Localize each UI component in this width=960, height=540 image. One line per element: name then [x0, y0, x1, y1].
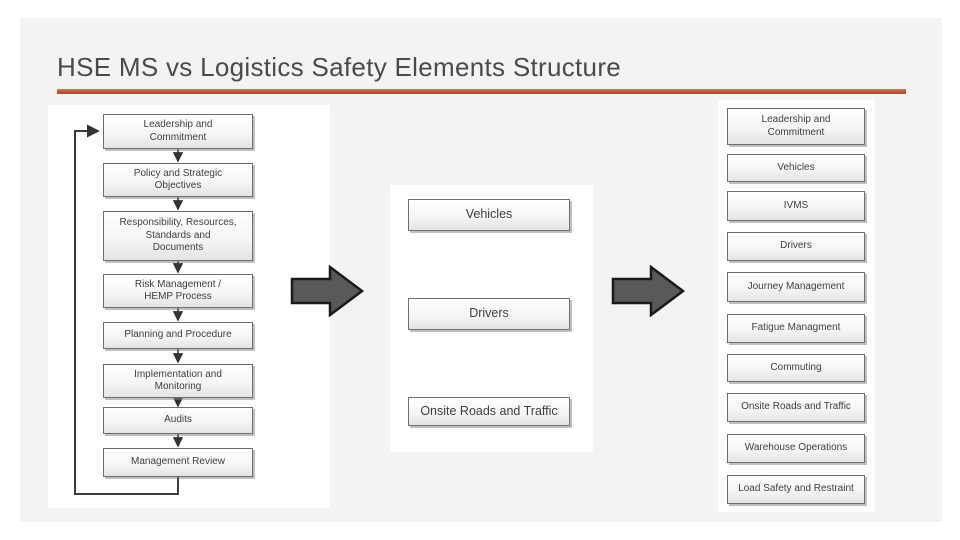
flow-box-responsibility: Responsibility, Resources, Standards and… [103, 211, 253, 261]
flow-box-implementation: Implementation and Monitoring [103, 364, 253, 398]
title-accent-rule [57, 89, 906, 94]
slide-title: HSE MS vs Logistics Safety Elements Stru… [57, 52, 622, 82]
element-box-ivms: IVMS [727, 191, 865, 221]
hse-ms-panel: Leadership and Commitment Policy and Str… [48, 105, 330, 508]
flow-box-planning-procedure: Planning and Procedure [103, 322, 253, 349]
element-box-vehicles: Vehicles [727, 154, 865, 182]
slide: HSE MS vs Logistics Safety Elements Stru… [20, 18, 942, 522]
element-box-load-safety-restraint: Load Safety and Restraint [727, 475, 865, 504]
element-box-journey-management: Journey Management [727, 272, 865, 302]
flow-box-risk-management: Risk Management / HEMP Process [103, 274, 253, 308]
core-box-onsite-roads: Onsite Roads and Traffic [408, 397, 570, 426]
logistics-elements-panel: Leadership and Commitment Vehicles IVMS … [718, 100, 875, 512]
element-box-commuting: Commuting [727, 354, 865, 382]
element-box-fatigue-management: Fatigue Managment [727, 314, 865, 343]
core-box-vehicles: Vehicles [408, 199, 570, 231]
flow-connector-arrows [74, 124, 184, 495]
element-box-onsite-roads: Onsite Roads and Traffic [727, 393, 865, 422]
core-box-drivers: Drivers [408, 298, 570, 330]
flow-box-audits: Audits [103, 407, 253, 434]
flow-box-leadership-commitment: Leadership and Commitment [103, 114, 253, 149]
flow-box-policy-objectives: Policy and Strategic Objectives [103, 163, 253, 197]
logistics-core-panel: Vehicles Drivers Onsite Roads and Traffi… [390, 185, 593, 452]
element-box-drivers: Drivers [727, 232, 865, 261]
right-arrow-icon [290, 265, 364, 317]
element-box-leadership-commitment: Leadership and Commitment [727, 108, 865, 145]
flow-box-management-review: Management Review [103, 448, 253, 477]
element-box-warehouse-operations: Warehouse Operations [727, 434, 865, 463]
right-arrow-icon [611, 265, 685, 317]
